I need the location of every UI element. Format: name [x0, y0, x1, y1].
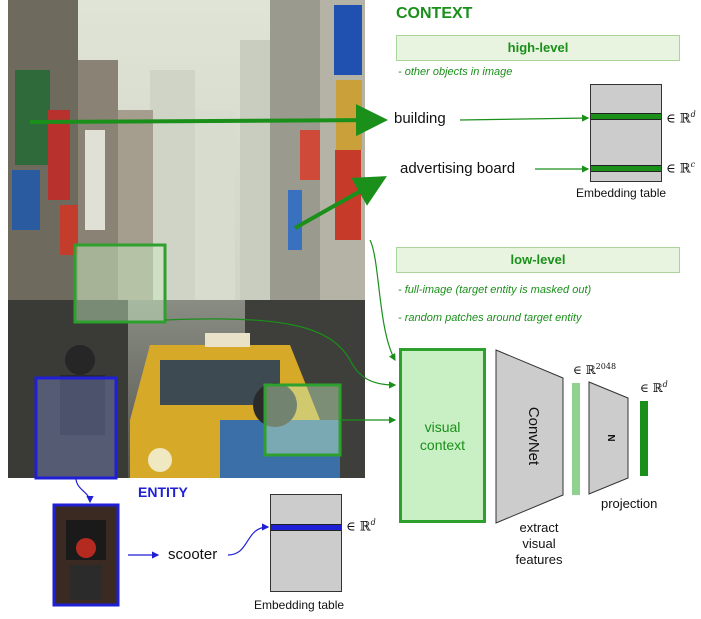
embedding-row-scooter — [271, 524, 341, 531]
label-advertising-board: advertising board — [400, 160, 516, 177]
low-level-note-1: - full-image (target entity is masked ou… — [398, 284, 592, 296]
convnet-label: ConvNet — [525, 406, 542, 466]
n-label: N — [605, 434, 616, 442]
arrow-advertising — [294, 176, 387, 230]
entity-member-label: ∈ ℝd — [346, 518, 376, 535]
low-level-note-2: - random patches around target entity — [398, 312, 582, 324]
member-c-label: ∈ ℝc — [666, 160, 696, 177]
label-building: building — [394, 110, 446, 127]
convnet-block — [495, 349, 564, 524]
entity-table-caption: Embedding table — [254, 598, 345, 612]
high-level-label: high-level — [507, 40, 569, 55]
context-embedding-table — [590, 84, 662, 182]
low-level-label: low-level — [510, 252, 566, 267]
visual-context-label: visual context — [419, 418, 466, 453]
embedding-row-building — [591, 113, 661, 120]
visual-context-box: visual context — [399, 348, 486, 523]
entity-embedding-table — [270, 494, 342, 592]
high-level-header: high-level — [396, 35, 680, 61]
feature-dim-label: ∈ ℝ2048 — [573, 362, 617, 377]
projection-dim-label: ∈ ℝd — [640, 380, 668, 395]
entity-box — [34, 376, 118, 480]
context-title: CONTEXT — [396, 5, 473, 22]
member-d-label: ∈ ℝd — [666, 110, 696, 127]
arrow-building — [29, 104, 388, 137]
projection-label: projection — [601, 496, 658, 511]
entity-title: ENTITY — [138, 484, 188, 500]
label-scooter: scooter — [168, 546, 218, 563]
low-level-header: low-level — [396, 247, 680, 273]
embedding-row-advertising — [591, 165, 661, 172]
projection-block — [588, 381, 629, 495]
context-table-caption: Embedding table — [576, 186, 667, 200]
context-patch-2 — [263, 383, 342, 457]
extract-features-label: extract visual features — [515, 520, 563, 567]
context-patch-1 — [73, 243, 167, 324]
high-level-note: - other objects in image — [398, 66, 513, 78]
output-vector — [640, 401, 648, 476]
feature-vector — [572, 383, 580, 495]
